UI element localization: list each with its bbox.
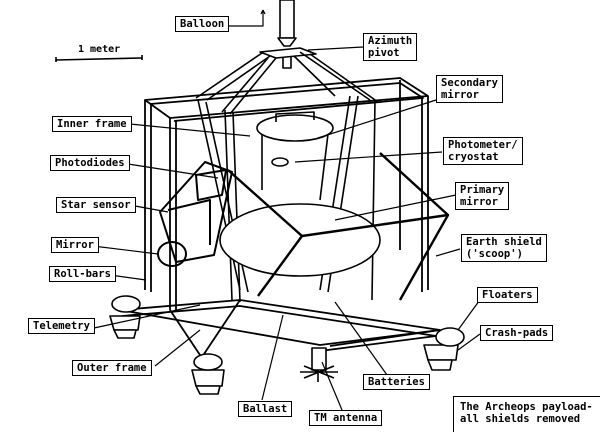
label-batteries: Batteries (363, 374, 430, 390)
label-text: TM antenna (314, 412, 378, 424)
photometer-cryostat (261, 133, 329, 201)
label-text: mirror (441, 89, 479, 101)
label-text: Telemetry (33, 320, 90, 332)
label-outer-frame: Outer frame (72, 360, 152, 376)
caption-line: The Archeops payload- (460, 401, 593, 413)
label-text: Star sensor (61, 199, 131, 211)
label-text: Outer frame (77, 362, 147, 374)
label-text: mirror (460, 196, 498, 208)
label-star-sensor: Star sensor (56, 197, 136, 213)
label-text: cryostat (448, 151, 499, 163)
caption-line: all shields removed (460, 413, 581, 425)
label-text: Photodiodes (55, 157, 125, 169)
label-ballast: Ballast (238, 401, 293, 417)
label-text: Crash-pads (485, 327, 549, 339)
tm-antenna (300, 347, 338, 382)
azimuth-pivot-plate (259, 47, 317, 59)
label-earth-shield: Earth shield('scoop') (461, 234, 547, 262)
suspension-cable (277, 0, 297, 69)
outer-frame (144, 77, 429, 312)
label-text: pivot (368, 47, 400, 59)
label-balloon: Balloon (175, 16, 230, 32)
base-frame (119, 299, 441, 371)
label-floaters: Floaters (477, 287, 538, 303)
label-text: Inner frame (57, 118, 127, 130)
label-photodiodes: Photodiodes (50, 155, 130, 171)
leader-lines (92, 9, 483, 411)
label-photometer-cryostat: Photometer/cryostat (443, 137, 523, 165)
label-text: Mirror (56, 239, 94, 251)
label-text: Floaters (482, 289, 533, 301)
label-text: Ballast (243, 403, 288, 415)
label-mirror: Mirror (51, 237, 99, 253)
label-text: Photometer/ (448, 139, 518, 151)
scale-bar (55, 55, 143, 62)
floaters (111, 295, 465, 371)
label-text: Secondary (441, 77, 498, 89)
label-roll-bars: Roll-bars (49, 266, 116, 282)
label-inner-frame: Inner frame (52, 116, 132, 132)
label-crash-pads: Crash-pads (480, 325, 554, 341)
label-tm-antenna: TM antenna (309, 410, 383, 426)
label-telemetry: Telemetry (28, 318, 95, 334)
secondary-mirror (256, 111, 334, 142)
figure-caption: The Archeops payload- all shields remove… (453, 396, 600, 432)
suspension-legs (195, 51, 379, 115)
scale-bar-label: 1 meter (78, 44, 121, 55)
label-text: Primary (460, 184, 505, 196)
label-text: ('scoop') (466, 248, 523, 260)
label-text: Roll-bars (54, 268, 111, 280)
label-text: Balloon (180, 18, 225, 30)
label-text: Batteries (368, 376, 425, 388)
label-text: Azimuth (368, 35, 413, 47)
label-text: Earth shield (466, 236, 542, 248)
earth-shield-scoop (227, 152, 450, 301)
